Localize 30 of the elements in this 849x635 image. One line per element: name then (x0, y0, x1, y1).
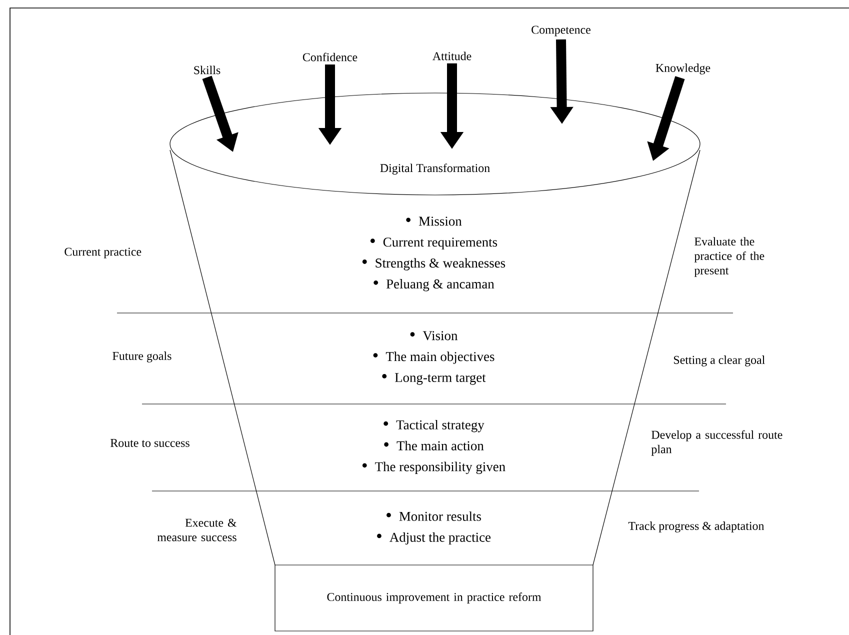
result-box: Continuous improvement in practice reform (274, 564, 594, 632)
bullet-list: Monitor results Adjust the practice (377, 511, 491, 545)
input-label: Confidence (302, 52, 358, 62)
side-label: Current practice (64, 248, 142, 258)
node-label: Adjust the practice (390, 532, 491, 545)
input-label: Attitude (432, 52, 472, 60)
node-label: The main objectives (386, 352, 494, 364)
side-label: Route to success (110, 439, 190, 447)
node-label: Long-term target (394, 373, 486, 385)
node-label: The main action (396, 440, 484, 450)
node-label: The responsibility given (375, 462, 506, 474)
side-label: Evaluate the practice of the present (694, 237, 764, 277)
input-label: Competence (532, 26, 590, 36)
input-label: Knowledge (656, 64, 710, 74)
input-label: Skills (194, 66, 220, 74)
node-label: Current requirements (383, 238, 498, 250)
bullet-list: Tactical strategy The main action The responsibility given (362, 420, 506, 474)
side-label: Execute & measure success (157, 518, 237, 542)
node-label: Monitor results (399, 511, 482, 521)
side-label: Track progress & adaptation (628, 522, 764, 532)
node-label: Tactical strategy (396, 420, 484, 432)
side-label: Future goals (112, 352, 172, 362)
bullet-list: Vision The main objectives Long-term target (373, 331, 494, 385)
node-label: Vision (422, 331, 458, 340)
node-label: Mission (418, 216, 462, 226)
node-label: Peluang & ancaman (386, 279, 494, 292)
side-label: Develop a successful route plan (651, 430, 782, 456)
node-label: Strengths & weaknesses (376, 258, 506, 270)
side-label: Setting a clear goal (674, 356, 765, 366)
bullet-list: Mission Current requirements Strengths & weaknesses Peluang & ancaman (362, 216, 506, 292)
